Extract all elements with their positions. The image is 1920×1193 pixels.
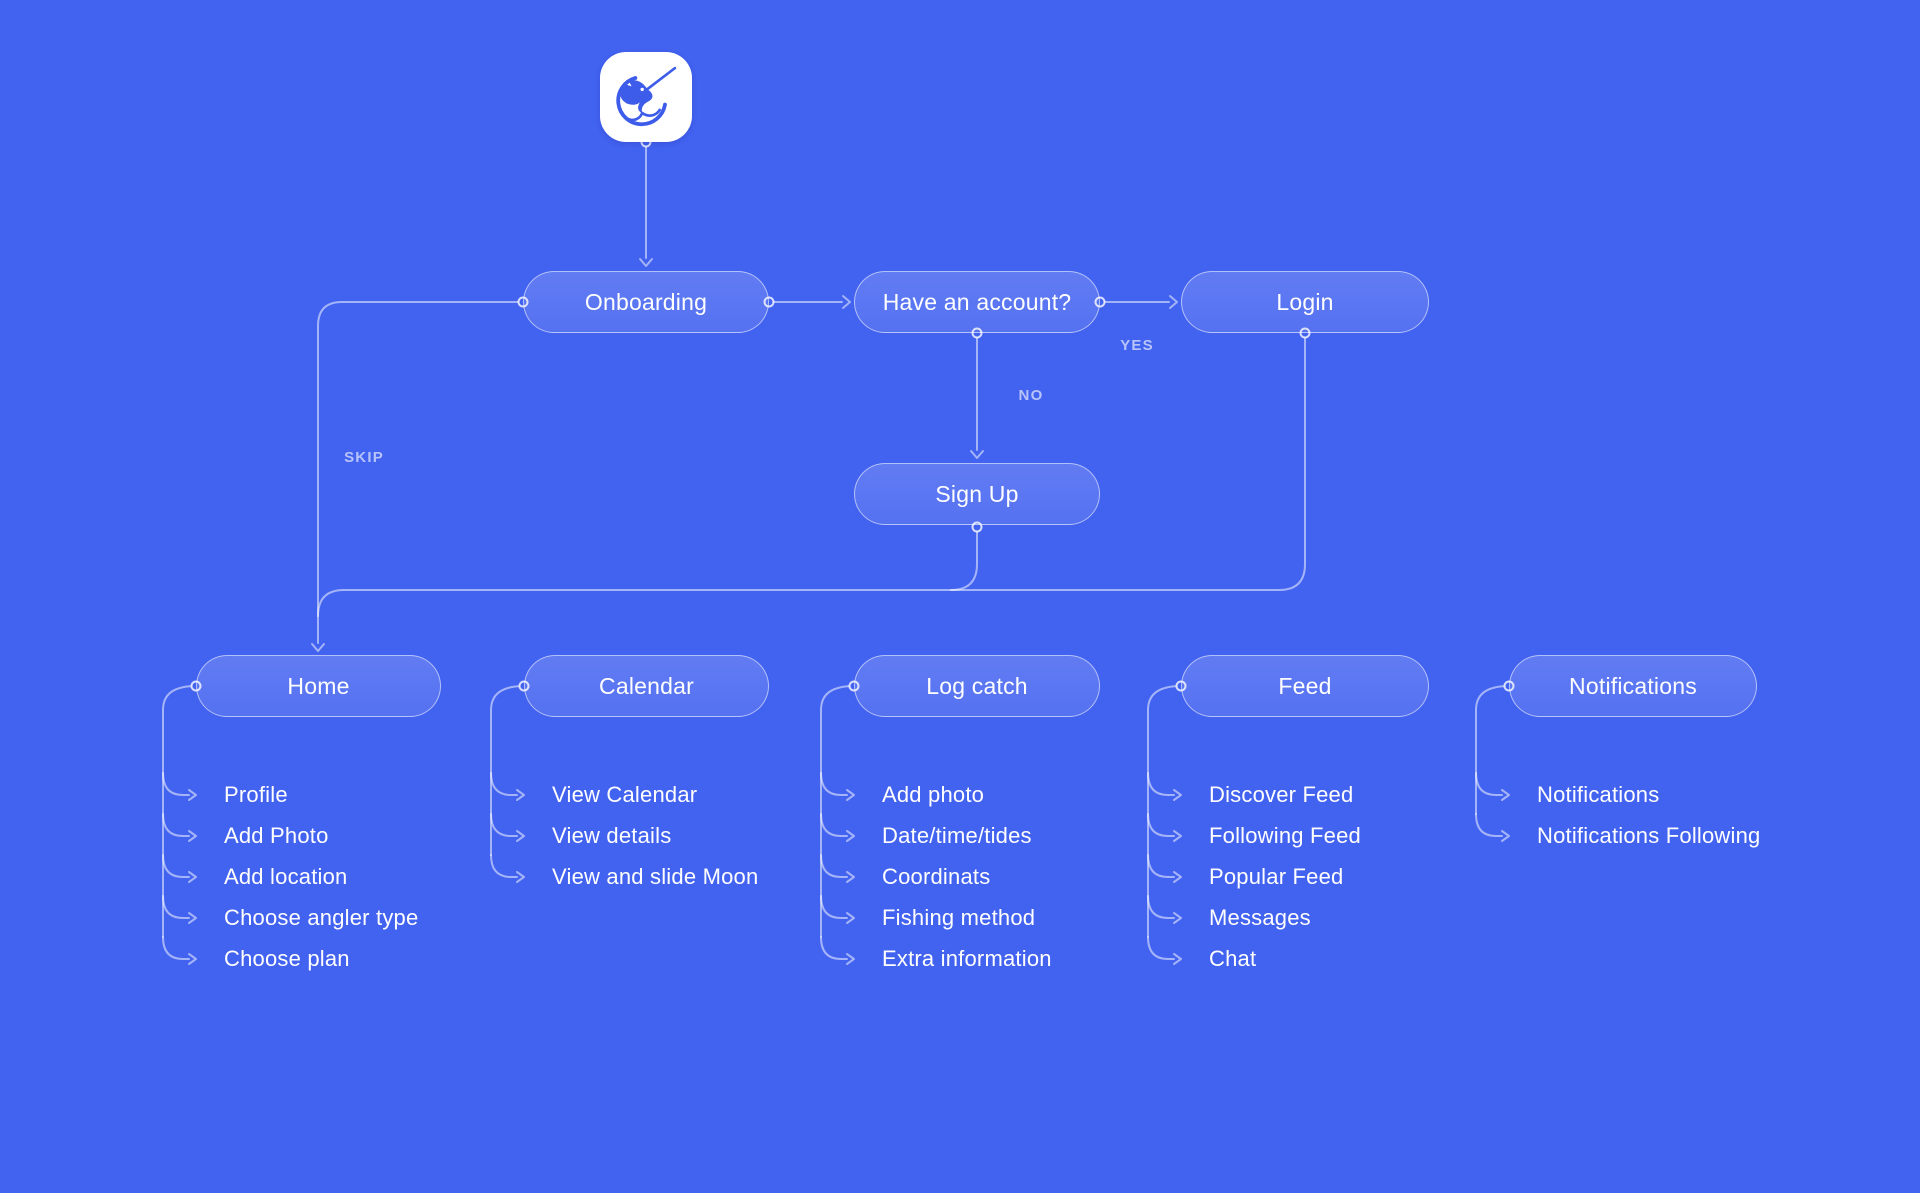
- trunk-notifications: [1475, 685, 1510, 815]
- trunk-home: [162, 685, 197, 938]
- branch-notifications-2: [1475, 813, 1503, 837]
- list-item-date-time-tides: Date/time/tides: [882, 823, 1032, 848]
- list-item-chat: Chat: [1209, 946, 1257, 971]
- node-feed[interactable]: Feed: [1181, 655, 1429, 717]
- node-calendar[interactable]: Calendar: [524, 655, 769, 717]
- branch-logcatch-1: [820, 772, 848, 796]
- edge-label-yes: YES: [1120, 337, 1154, 354]
- branch-home-3: [162, 854, 190, 878]
- node-onboarding[interactable]: Onboarding: [523, 271, 769, 333]
- list-item-add-location: Add location: [224, 864, 348, 889]
- list-item-view-and-slide-moon: View and slide Moon: [552, 864, 759, 889]
- list-item-popular-feed: Popular Feed: [1209, 864, 1344, 889]
- branch-feed-2: [1147, 813, 1175, 837]
- node-log-catch[interactable]: Log catch: [854, 655, 1100, 717]
- list-item-coordinats: Coordinats: [882, 864, 991, 889]
- list-item-profile: Profile: [224, 782, 288, 807]
- list-item-following-feed: Following Feed: [1209, 823, 1361, 848]
- swordfish-icon: [616, 66, 677, 127]
- arrowhead-right-haveaccount: [842, 295, 851, 309]
- arrowhead-down-home: [311, 643, 325, 652]
- branch-feed-1: [1147, 772, 1175, 796]
- list-item-view-calendar: View Calendar: [552, 782, 698, 807]
- list-item-discover-feed: Discover Feed: [1209, 782, 1354, 807]
- trunk-calendar: [490, 685, 525, 856]
- branch-feed-3: [1147, 854, 1175, 878]
- edge-skip-home: [317, 301, 520, 644]
- list-item-choose-angler-type: Choose angler type: [224, 905, 419, 930]
- arrowhead-down-onboarding: [639, 258, 653, 267]
- branch-home-1: [162, 772, 190, 796]
- branch-feed-5: [1147, 936, 1175, 960]
- list-item-view-details: View details: [552, 823, 672, 848]
- branch-feed-4: [1147, 895, 1175, 919]
- edge-login-collector: [317, 336, 1306, 617]
- branch-logcatch-2: [820, 813, 848, 837]
- list-item-notifications: Notifications: [1537, 782, 1660, 807]
- arrowhead-down-signup: [970, 450, 984, 459]
- branch-logcatch-3: [820, 854, 848, 878]
- edge-signup-collector: [950, 530, 978, 591]
- list-item-choose-plan: Choose plan: [224, 946, 350, 971]
- branch-calendar-2: [490, 813, 518, 837]
- branch-notifications-1: [1475, 772, 1503, 796]
- branch-logcatch-5: [820, 936, 848, 960]
- branch-logcatch-4: [820, 895, 848, 919]
- arrowhead-right-login: [1169, 295, 1178, 309]
- branch-home-5: [162, 936, 190, 960]
- trunk-feed: [1147, 685, 1182, 938]
- node-home[interactable]: Home: [196, 655, 441, 717]
- node-have-account[interactable]: Have an account?: [854, 271, 1100, 333]
- list-item-extra-information: Extra information: [882, 946, 1052, 971]
- edge-label-skip: SKIP: [344, 449, 384, 466]
- branch-calendar-1: [490, 772, 518, 796]
- trunk-logcatch: [820, 685, 855, 938]
- node-login[interactable]: Login: [1181, 271, 1429, 333]
- branch-home-4: [162, 895, 190, 919]
- list-item-messages: Messages: [1209, 905, 1311, 930]
- branch-calendar-3: [490, 854, 518, 878]
- list-item-add-photo-home: Add Photo: [224, 823, 329, 848]
- node-sign-up[interactable]: Sign Up: [854, 463, 1100, 525]
- edge-label-no: NO: [1018, 387, 1044, 404]
- branch-home-2: [162, 813, 190, 837]
- list-item-notifications-following: Notifications Following: [1537, 823, 1761, 848]
- list-item-fishing-method: Fishing method: [882, 905, 1036, 930]
- node-notifications[interactable]: Notifications: [1509, 655, 1757, 717]
- connector-dots: [190, 136, 1515, 692]
- list-item-add-photo-log: Add photo: [882, 782, 985, 807]
- app-logo[interactable]: [600, 52, 692, 142]
